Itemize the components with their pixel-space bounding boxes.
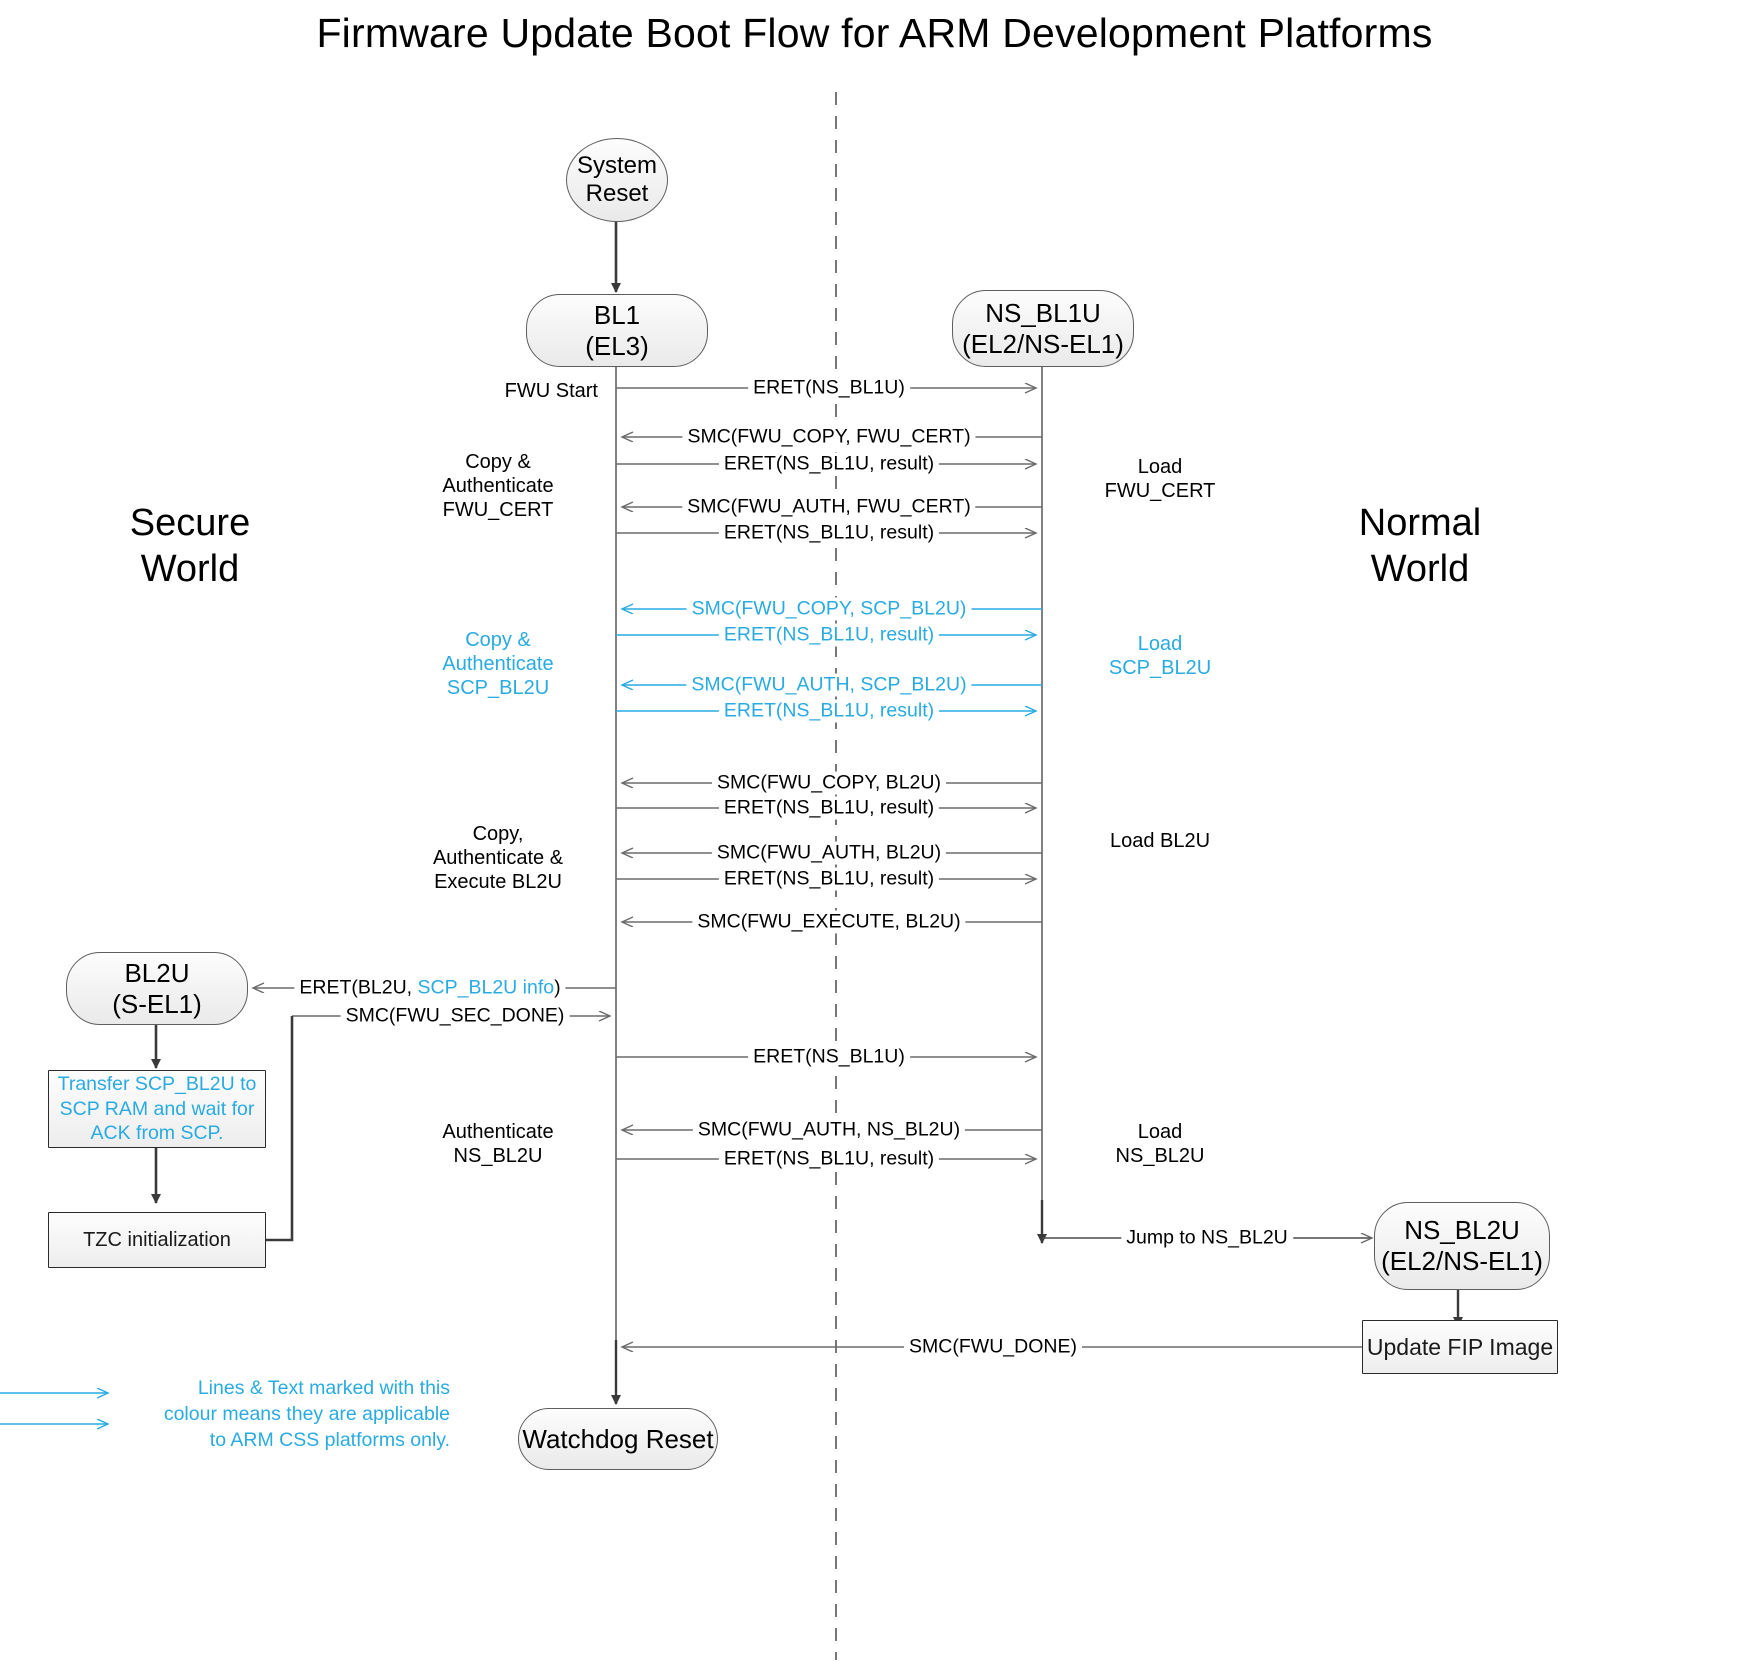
message-label-m3: ERET(NS_BL1U, result) bbox=[718, 452, 940, 476]
message-label-m20: Jump to NS_BL2U bbox=[1121, 1226, 1293, 1250]
message-label-m11: ERET(NS_BL1U, result) bbox=[718, 796, 940, 820]
node-bl1-line1: BL1 bbox=[593, 299, 641, 330]
message-label-m15-prefix: ERET(BL2U, bbox=[299, 976, 418, 999]
message-label-m6: SMC(FWU_COPY, SCP_BL2U) bbox=[686, 597, 972, 621]
message-label-m7: ERET(NS_BL1U, result) bbox=[718, 623, 940, 647]
node-ns-bl1u[interactable]: NS_BL1U (EL2/NS-EL1) bbox=[952, 290, 1134, 367]
node-watchdog-reset-label: Watchdog Reset bbox=[522, 1423, 714, 1454]
node-watchdog-reset[interactable]: Watchdog Reset bbox=[518, 1408, 718, 1470]
normal-world-label: Normal World bbox=[1358, 502, 1482, 591]
message-label-m15-highlight: SCP_BL2U info bbox=[417, 976, 555, 999]
message-label-m21: SMC(FWU_DONE) bbox=[904, 1335, 1082, 1359]
node-ns-bl2u-line1: NS_BL2U bbox=[1404, 1215, 1520, 1246]
node-ns-bl2u-line2: (EL2/NS-EL1) bbox=[1381, 1246, 1543, 1276]
node-system-reset[interactable]: System Reset bbox=[566, 138, 668, 222]
box-transfer-scp-bl2u[interactable]: Transfer SCP_BL2U to SCP RAM and wait fo… bbox=[48, 1070, 266, 1148]
node-system-reset-line2: Reset bbox=[585, 180, 649, 207]
message-label-m18: SMC(FWU_AUTH, NS_BL2U) bbox=[692, 1118, 966, 1142]
node-bl2u-line2: (S-EL1) bbox=[112, 988, 202, 1019]
message-label-m15-suffix: ) bbox=[554, 976, 561, 999]
message-label-m17: ERET(NS_BL1U) bbox=[748, 1045, 910, 1069]
node-bl2u-line1: BL2U bbox=[124, 957, 190, 988]
page-title: Firmware Update Boot Flow for ARM Develo… bbox=[316, 10, 1433, 56]
legend-note: Lines & Text marked with this colour mea… bbox=[163, 1377, 450, 1451]
node-ns-bl1u-line1: NS_BL1U bbox=[985, 297, 1101, 328]
box-transfer-scp-bl2u-label: Transfer SCP_BL2U to SCP RAM and wait fo… bbox=[57, 1073, 257, 1145]
box-tzc-initialization[interactable]: TZC initialization bbox=[48, 1212, 266, 1268]
message-label-m12: SMC(FWU_AUTH, BL2U) bbox=[711, 841, 947, 865]
node-ns-bl1u-line2: (EL2/NS-EL1) bbox=[962, 328, 1124, 359]
label-load-ns-bl2u: Load NS_BL2U bbox=[1115, 1121, 1205, 1167]
node-system-reset-line1: System bbox=[576, 151, 657, 179]
node-ns-bl2u[interactable]: NS_BL2U (EL2/NS-EL1) bbox=[1374, 1202, 1550, 1290]
label-copy-auth-exec-bl2u: Copy, Authenticate & Execute BL2U bbox=[432, 823, 564, 893]
message-label-m16: SMC(FWU_SEC_DONE) bbox=[340, 1004, 570, 1028]
message-label-m19: ERET(NS_BL1U, result) bbox=[718, 1147, 940, 1171]
message-label-m1: ERET(NS_BL1U) bbox=[748, 376, 910, 400]
message-label-m13: ERET(NS_BL1U, result) bbox=[718, 867, 940, 891]
message-label-m5: ERET(NS_BL1U, result) bbox=[718, 521, 940, 545]
message-label-m2: SMC(FWU_COPY, FWU_CERT) bbox=[682, 425, 976, 449]
message-label-m14: SMC(FWU_EXECUTE, BL2U) bbox=[692, 910, 966, 934]
node-bl1-line2: (EL3) bbox=[585, 330, 649, 361]
message-label-m15: ERET(BL2U, SCP_BL2U info) bbox=[294, 976, 566, 1000]
node-bl1[interactable]: BL1 (EL3) bbox=[526, 294, 708, 367]
message-label-m8: SMC(FWU_AUTH, SCP_BL2U) bbox=[686, 673, 972, 697]
label-fwu-start: FWU Start bbox=[504, 380, 598, 402]
box-update-fip-image-label: Update FIP Image bbox=[1366, 1333, 1554, 1360]
label-authenticate-ns-bl2u: Authenticate NS_BL2U bbox=[442, 1121, 554, 1167]
box-tzc-initialization-label: TZC initialization bbox=[83, 1228, 231, 1251]
secure-world-label: Secure World bbox=[129, 502, 251, 591]
box-update-fip-image[interactable]: Update FIP Image bbox=[1362, 1320, 1558, 1374]
label-load-bl2u: Load BL2U bbox=[1109, 830, 1211, 852]
label-copy-auth-scp-bl2u: Copy & Authenticate SCP_BL2U bbox=[442, 629, 554, 699]
node-bl2u[interactable]: BL2U (S-EL1) bbox=[66, 952, 248, 1025]
label-copy-auth-fwu-cert: Copy & Authenticate FWU_CERT bbox=[442, 451, 554, 521]
label-load-scp-bl2u: Load SCP_BL2U bbox=[1108, 633, 1212, 679]
label-load-fwu-cert: Load FWU_CERT bbox=[1104, 456, 1216, 502]
message-label-m10: SMC(FWU_COPY, BL2U) bbox=[712, 771, 946, 795]
message-label-m4: SMC(FWU_AUTH, FWU_CERT) bbox=[682, 495, 976, 519]
message-label-m9: ERET(NS_BL1U, result) bbox=[718, 699, 940, 723]
